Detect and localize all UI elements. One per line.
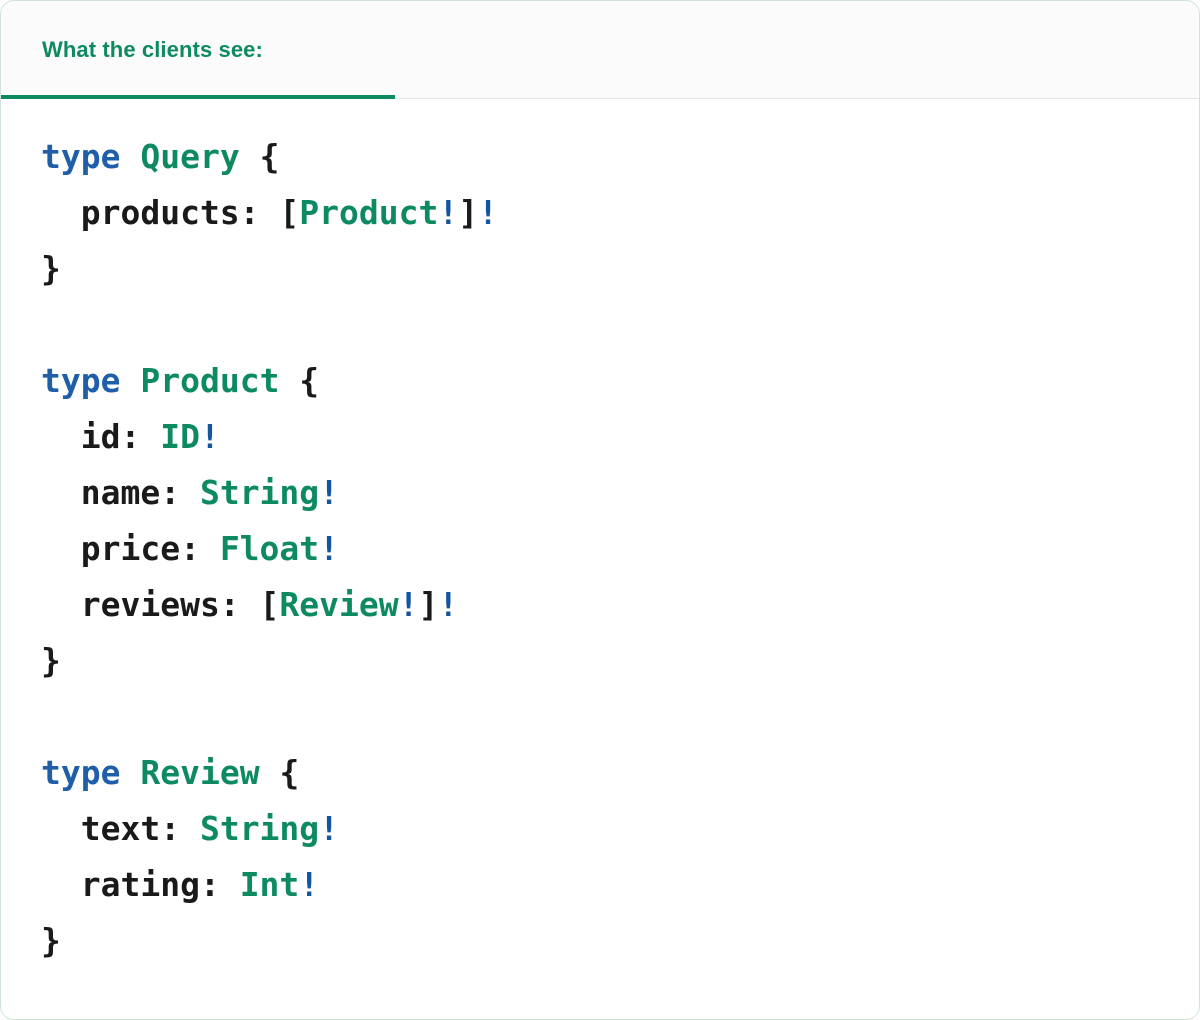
code-token-plain: text: xyxy=(41,809,200,848)
code-token-kw: type xyxy=(41,361,121,400)
code-token-type: Int xyxy=(239,865,300,904)
graphql-schema-code: type Query { products: [Product!]!} type… xyxy=(41,129,1199,969)
code-token-plain: } xyxy=(41,641,61,680)
code-token-type: Product xyxy=(299,193,439,232)
code-token-bang: ! xyxy=(319,473,340,512)
code-token-plain xyxy=(120,753,140,792)
code-line: } xyxy=(41,241,1199,297)
code-line: id: ID! xyxy=(41,409,1199,465)
code-token-plain xyxy=(120,137,140,176)
code-token-plain: } xyxy=(41,921,61,960)
code-token-bang: ! xyxy=(478,193,498,232)
code-token-bang: ! xyxy=(299,865,320,904)
code-line: products: [Product!]! xyxy=(41,185,1199,241)
code-token-plain: name: xyxy=(41,473,200,512)
code-token-plain: price: xyxy=(41,529,220,568)
code-token-bang: ! xyxy=(438,585,459,624)
tab-label: What the clients see: xyxy=(42,37,263,62)
code-line: } xyxy=(41,633,1199,689)
code-token-plain: products: [ xyxy=(41,193,300,232)
code-token-type: ID xyxy=(160,417,200,456)
code-token-bang: ! xyxy=(199,417,220,456)
code-token-plain: ] xyxy=(458,193,479,232)
code-token-type: String xyxy=(199,473,320,512)
code-token-plain: reviews: [ xyxy=(41,585,280,624)
code-line: type Product { xyxy=(41,353,1199,409)
code-token-plain: rating: xyxy=(41,865,240,904)
code-token-type: Review xyxy=(279,585,399,624)
tab-what-the-clients-see[interactable]: What the clients see: xyxy=(1,1,395,99)
code-token-plain: { xyxy=(239,137,280,176)
code-token-plain xyxy=(120,361,140,400)
code-token-bang: ! xyxy=(438,193,459,232)
code-panel: type Query { products: [Product!]!} type… xyxy=(1,99,1199,1019)
code-line: name: String! xyxy=(41,465,1199,521)
code-token-type: Review xyxy=(140,753,260,792)
code-token-type: Product xyxy=(140,361,280,400)
code-token-bang: ! xyxy=(319,809,340,848)
code-token-plain: id: xyxy=(41,417,161,456)
code-token-kw: type xyxy=(41,137,121,176)
code-line xyxy=(41,297,1199,353)
code-token-kw: type xyxy=(41,753,121,792)
code-token-plain: { xyxy=(259,753,300,792)
code-line: reviews: [Review!]! xyxy=(41,577,1199,633)
code-token-type: Query xyxy=(140,137,240,176)
code-line: text: String! xyxy=(41,801,1199,857)
code-line: } xyxy=(41,913,1199,969)
code-token-bang: ! xyxy=(319,529,340,568)
code-token-type: Float xyxy=(219,529,320,568)
code-token-plain: } xyxy=(41,249,61,288)
code-line: rating: Int! xyxy=(41,857,1199,913)
code-line: price: Float! xyxy=(41,521,1199,577)
code-token-plain: ] xyxy=(418,585,439,624)
code-token-bang: ! xyxy=(398,585,419,624)
code-token-type: String xyxy=(199,809,320,848)
code-token-plain: { xyxy=(279,361,320,400)
code-line: type Query { xyxy=(41,129,1199,185)
code-line: type Review { xyxy=(41,745,1199,801)
code-line xyxy=(41,689,1199,745)
tab-bar: What the clients see: xyxy=(1,1,1199,99)
